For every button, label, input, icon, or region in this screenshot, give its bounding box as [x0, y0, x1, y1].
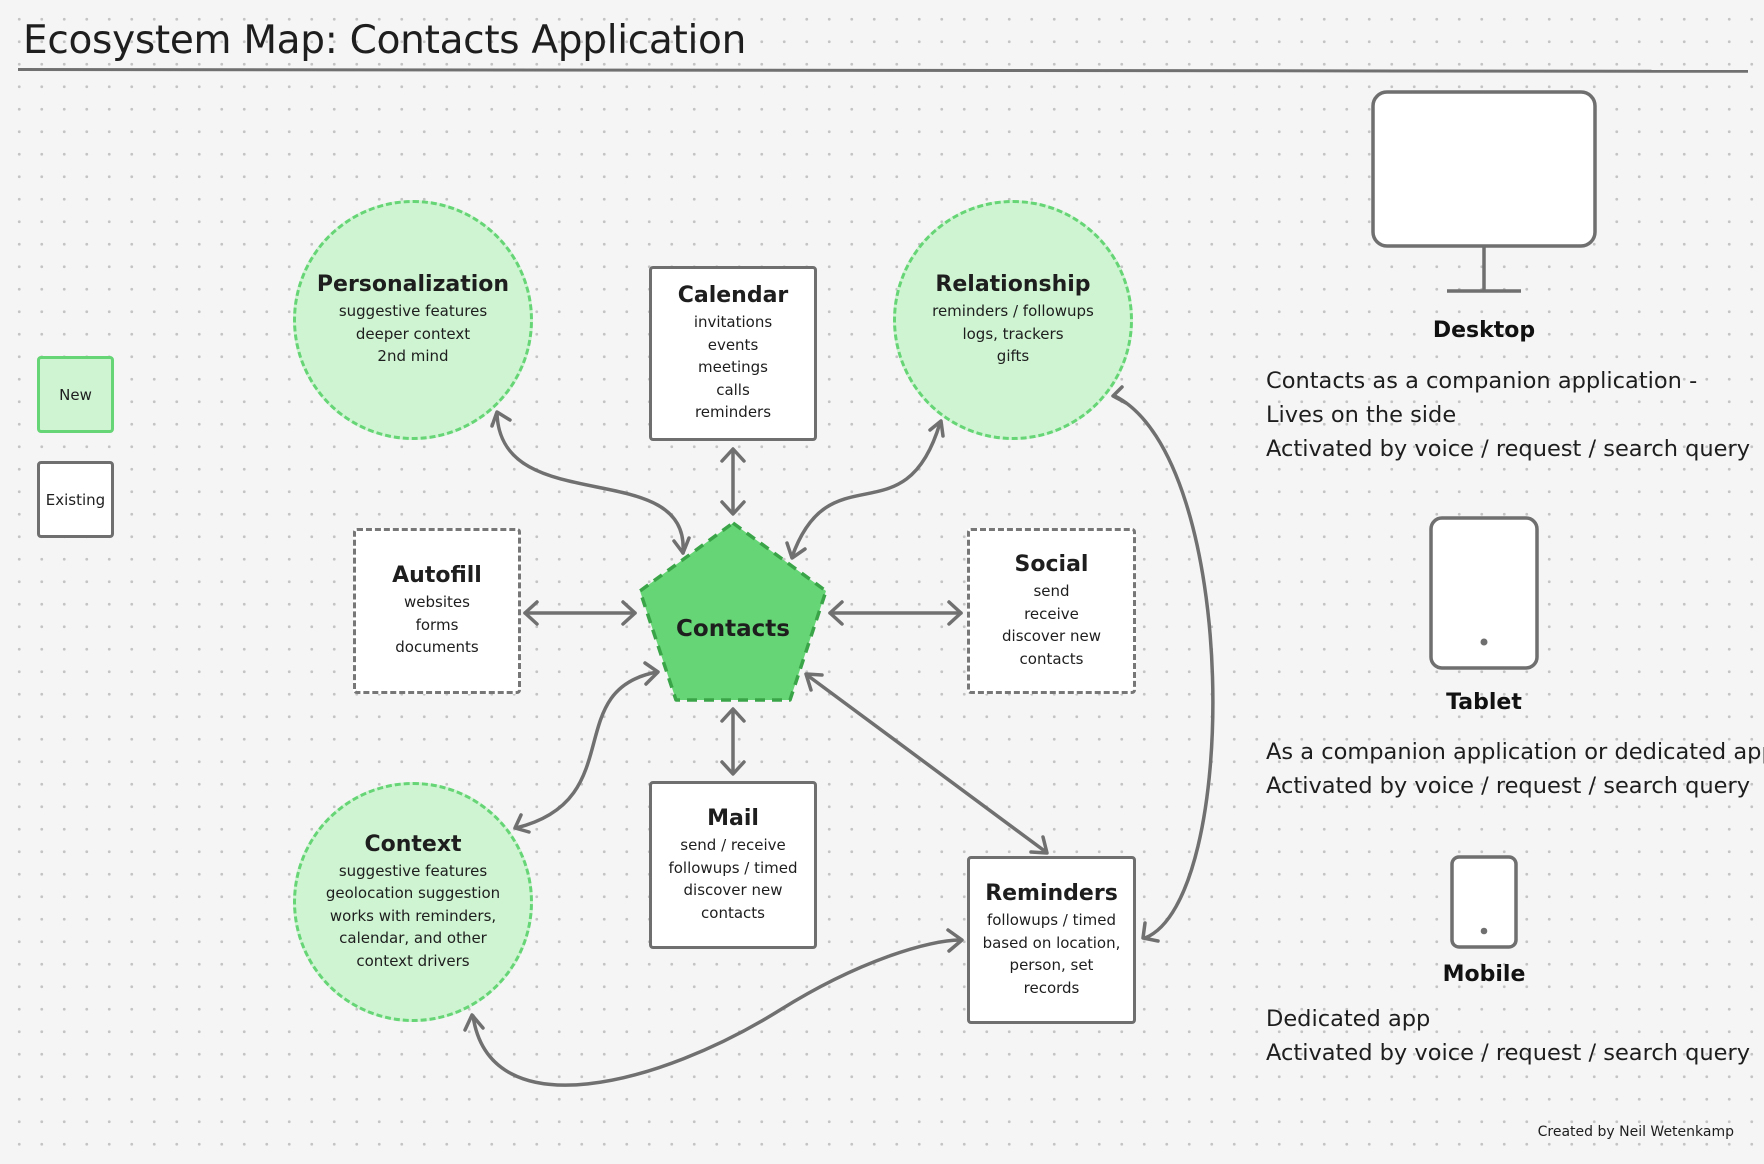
node-line: gifts	[996, 347, 1030, 366]
connector-context-contacts	[513, 661, 660, 834]
node-line: events	[707, 335, 759, 354]
node-line: reminders / followups	[932, 302, 1094, 321]
node-line: context drivers	[356, 951, 470, 970]
node-line: discover new	[1002, 627, 1101, 645]
node-line: person, set	[1009, 956, 1094, 974]
node-line: suggestive features	[338, 302, 488, 321]
tablet-icon	[1429, 516, 1539, 670]
desktop-description: Contacts as a companion application - Li…	[1266, 364, 1751, 466]
tablet-line: Activated by voice / request / search qu…	[1266, 773, 1751, 799]
connector-calendar-contacts	[720, 447, 746, 516]
page-title: Ecosystem Map: Contacts Application	[23, 18, 747, 63]
node-relationship[interactable]: Relationship reminders / followups logs,…	[893, 200, 1133, 440]
legend-existing-label: Existing	[45, 490, 106, 509]
node-line: geolocation suggestion	[325, 884, 501, 903]
node-title: Context	[364, 831, 462, 857]
node-line: followups / timed	[986, 911, 1117, 929]
node-line: discover new	[683, 881, 783, 899]
node-title: Autofill	[392, 563, 482, 589]
node-line: logs, trackers	[962, 324, 1064, 343]
node-line: calendar, and other	[339, 929, 487, 948]
node-line: contacts	[1019, 649, 1084, 668]
connector-relationship-contacts	[785, 419, 945, 560]
legend-new: New	[37, 356, 114, 433]
connector-relationship-reminders	[1111, 385, 1215, 943]
contacts-node[interactable]: Contacts	[640, 600, 826, 660]
legend-new-label: New	[59, 385, 92, 404]
connector-mail-contacts	[720, 707, 746, 776]
node-line: calls	[716, 380, 750, 399]
node-line: invitations	[693, 313, 773, 332]
mobile-label: Mobile	[1442, 962, 1526, 987]
node-title: Mail	[707, 806, 759, 831]
node-social[interactable]: Social send receive discover new contact…	[967, 528, 1136, 694]
node-context[interactable]: Context suggestive features geolocation …	[293, 782, 533, 1022]
node-line: forms	[415, 615, 459, 634]
contacts-pentagon[interactable]	[638, 521, 828, 702]
desktop-line: Lives on the side	[1266, 402, 1457, 428]
contacts-label: Contacts	[676, 615, 790, 642]
tablet-label: Tablet	[1446, 690, 1522, 715]
node-line: send	[1033, 582, 1070, 600]
mobile-line: Dedicated app	[1266, 1006, 1431, 1032]
node-title: Personalization	[316, 272, 510, 298]
node-line: meetings	[698, 358, 768, 377]
connector-social-contacts	[828, 600, 963, 626]
node-reminders[interactable]: Reminders followups / timed based on loc…	[967, 856, 1136, 1024]
tablet-line: As a companion application or dedicated …	[1266, 739, 1764, 765]
node-line: followups / timed	[668, 858, 798, 877]
node-autofill[interactable]: Autofill websites forms documents	[353, 528, 521, 694]
desktop-line: Activated by voice / request / search qu…	[1266, 436, 1751, 462]
desktop-line: Contacts as a companion application -	[1266, 368, 1698, 394]
node-title: Social	[1014, 552, 1089, 577]
legend-existing: Existing	[37, 461, 114, 538]
node-line: based on location,	[982, 933, 1121, 952]
node-title: Calendar	[677, 283, 789, 309]
connector-personalization-contacts	[490, 410, 691, 555]
connector-contacts-reminders	[804, 672, 1049, 855]
connector-context-reminders	[463, 928, 964, 1087]
node-line: receive	[1024, 604, 1079, 623]
node-line: reminders	[694, 403, 772, 422]
node-personalization[interactable]: Personalization suggestive features deep…	[293, 200, 533, 440]
connector-autofill-contacts	[523, 600, 637, 626]
author-credit: Created by Neil Wetenkamp	[1537, 1124, 1734, 1140]
desktop-label: Desktop	[1432, 318, 1536, 343]
node-line: send / receive	[680, 836, 786, 854]
mobile-description: Dedicated app Activated by voice / reque…	[1266, 1002, 1751, 1070]
node-line: documents	[395, 638, 479, 657]
node-line: contacts	[701, 903, 765, 922]
node-calendar[interactable]: Calendar invitations events meetings cal…	[649, 266, 817, 441]
node-mail[interactable]: Mail send / receive followups / timed di…	[649, 781, 817, 949]
node-title: Reminders	[985, 881, 1118, 906]
tablet-description: As a companion application or dedicated …	[1266, 735, 1764, 803]
mobile-phone-icon	[1450, 855, 1518, 949]
node-line: suggestive features	[338, 861, 488, 880]
node-line: deeper context	[355, 324, 471, 343]
node-line: websites	[404, 593, 470, 612]
mobile-line: Activated by voice / request / search qu…	[1266, 1040, 1751, 1066]
node-line: works with reminders,	[329, 906, 497, 925]
node-line: 2nd mind	[377, 347, 449, 366]
desktop-monitor-icon	[1371, 90, 1597, 293]
node-line: records	[1023, 978, 1080, 997]
node-title: Relationship	[935, 272, 1091, 298]
